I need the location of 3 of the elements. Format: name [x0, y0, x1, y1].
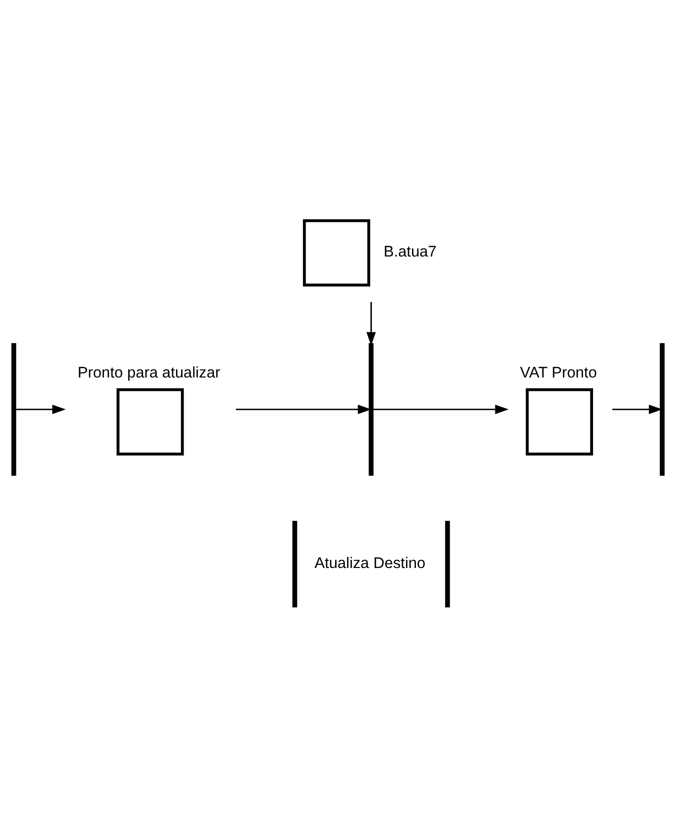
node-label: Pronto para atualizar [78, 364, 220, 382]
node-label: B.atua7 [384, 242, 437, 260]
node-label: VAT Pronto [520, 364, 597, 382]
